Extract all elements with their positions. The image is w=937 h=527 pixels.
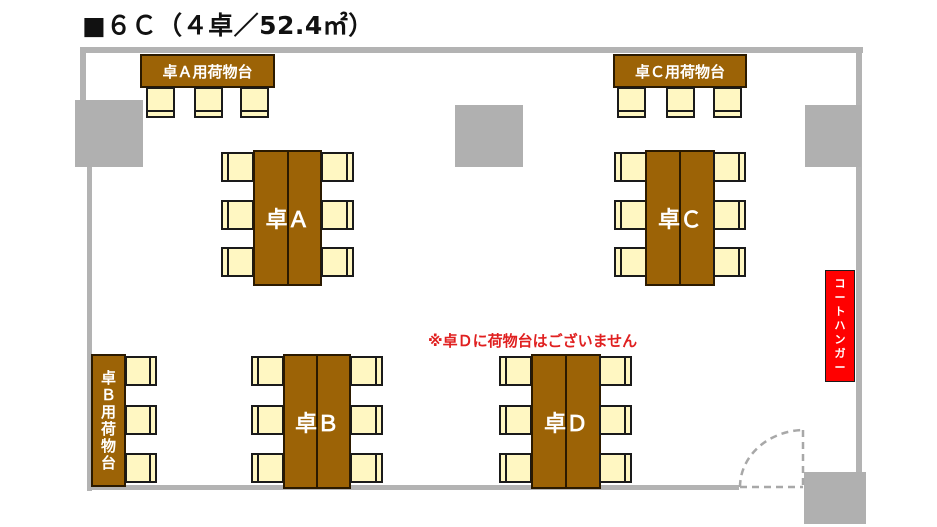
chair xyxy=(221,247,254,277)
table-c-label: 卓Ｃ xyxy=(657,208,702,233)
coat-hanger-char: ー xyxy=(834,291,846,304)
chair xyxy=(221,152,254,182)
wall-right xyxy=(856,47,862,475)
chair xyxy=(713,87,742,118)
luggage-table-b-char: 台 xyxy=(100,453,116,472)
coat-hanger: コ ー ト ハ ン ガ ー xyxy=(825,270,855,382)
chair xyxy=(240,87,269,118)
table-d-label: 卓Ｄ xyxy=(543,411,588,437)
chair xyxy=(666,87,695,118)
coat-hanger-char: コ xyxy=(834,277,846,290)
chair xyxy=(599,356,632,386)
luggage-table-c-label: 卓Ｃ用荷物台 xyxy=(634,62,725,81)
table-b-label: 卓Ｂ xyxy=(294,411,339,437)
table-d: 卓Ｄ xyxy=(531,354,601,489)
chair xyxy=(321,247,354,277)
table-divider xyxy=(565,356,567,487)
chair xyxy=(125,356,157,386)
coat-hanger-char: ー xyxy=(834,361,846,374)
luggage-table-a-label: 卓Ａ用荷物台 xyxy=(162,62,253,81)
luggage-table-b-char: Ｂ xyxy=(100,385,116,404)
chair xyxy=(713,152,746,182)
pillar-right xyxy=(805,105,861,167)
chair xyxy=(125,405,157,435)
wall-bottom xyxy=(87,485,739,490)
pillar-bottom-right xyxy=(804,472,866,524)
coat-hanger-char: ハ xyxy=(834,319,846,332)
chair xyxy=(125,453,157,483)
pillar-top-left xyxy=(75,100,143,167)
chair xyxy=(321,152,354,182)
chair xyxy=(350,405,383,435)
chair xyxy=(499,356,532,386)
table-divider xyxy=(286,152,289,284)
chair xyxy=(713,200,746,230)
luggage-table-b: 卓 Ｂ 用 荷 物 台 xyxy=(91,354,126,487)
chair xyxy=(617,87,646,118)
chair xyxy=(251,405,284,435)
luggage-table-c: 卓Ｃ用荷物台 xyxy=(613,54,747,88)
chair xyxy=(194,87,223,118)
chair xyxy=(321,200,354,230)
luggage-table-b-char: 卓 xyxy=(100,368,116,387)
luggage-table-a: 卓Ａ用荷物台 xyxy=(140,54,275,88)
table-a: 卓Ａ xyxy=(253,150,322,286)
wall-left-lower xyxy=(87,165,92,491)
chair xyxy=(499,453,532,483)
luggage-table-b-char: 荷 xyxy=(100,419,116,438)
chair xyxy=(221,200,254,230)
table-divider xyxy=(679,152,681,284)
chair xyxy=(713,247,746,277)
luggage-table-b-char: 用 xyxy=(100,402,116,421)
chair xyxy=(499,405,532,435)
door-swing-icon xyxy=(738,428,805,489)
chair xyxy=(251,453,284,483)
chair xyxy=(251,356,284,386)
chair xyxy=(599,453,632,483)
wall-left-upper xyxy=(80,47,86,103)
chair xyxy=(146,87,175,118)
table-c: 卓Ｃ xyxy=(645,150,715,286)
chair xyxy=(614,152,647,182)
table-b: 卓Ｂ xyxy=(283,354,351,489)
coat-hanger-char: ト xyxy=(834,305,846,318)
chair xyxy=(614,247,647,277)
coat-hanger-char: ン xyxy=(834,333,846,346)
chair xyxy=(599,405,632,435)
no-luggage-table-note: ※卓Ｄに荷物台はございません xyxy=(428,332,638,350)
table-a-label: 卓Ａ xyxy=(265,208,310,233)
luggage-table-b-char: 物 xyxy=(100,436,116,455)
chair xyxy=(350,453,383,483)
coat-hanger-char: ガ xyxy=(834,347,846,360)
room-title: ■６Ｃ（４卓／52.4㎡） xyxy=(82,11,374,40)
wall-top xyxy=(80,47,863,53)
pillar-center xyxy=(455,105,523,167)
chair xyxy=(614,200,647,230)
table-divider xyxy=(316,356,318,487)
chair xyxy=(350,356,383,386)
